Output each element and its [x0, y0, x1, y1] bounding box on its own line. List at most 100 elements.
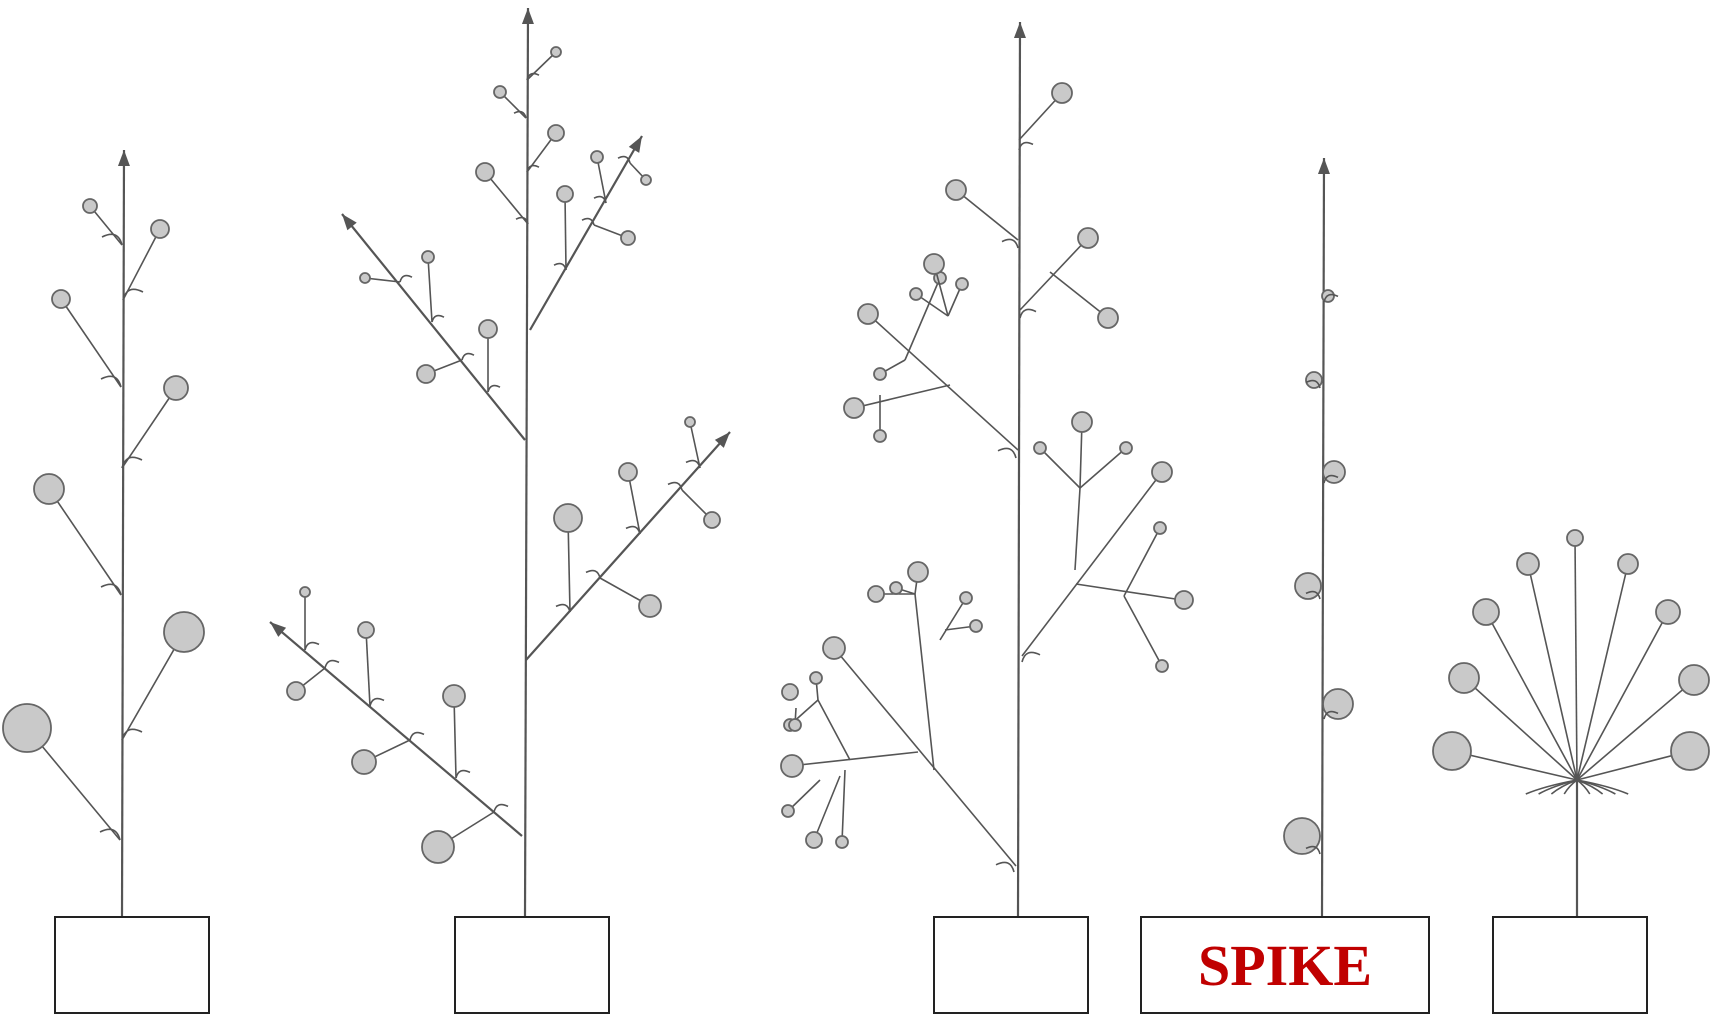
arrowhead-icon — [270, 622, 287, 637]
flower-bud — [553, 503, 583, 533]
flower-bud — [1151, 461, 1173, 483]
axis-line — [120, 149, 126, 917]
flower-bud — [909, 287, 923, 301]
label-box-2[interactable] — [454, 916, 610, 1014]
flower-bud — [867, 585, 885, 603]
flower-bud — [835, 835, 849, 849]
flower-bud — [1678, 664, 1710, 696]
flower-bud — [638, 594, 662, 618]
bract-mark — [455, 769, 471, 779]
pedicel — [1123, 595, 1163, 667]
flower-bud — [1294, 572, 1322, 600]
bract-mark — [1021, 651, 1041, 663]
flower-bud — [1119, 441, 1133, 455]
flower-bud — [421, 830, 455, 864]
flower-bud — [351, 749, 377, 775]
axis-line — [1016, 21, 1022, 917]
flower-bud — [1655, 599, 1681, 625]
flower-bud — [416, 364, 436, 384]
label-box-1[interactable] — [54, 916, 210, 1014]
bract-mark — [1001, 238, 1019, 249]
axis-line — [523, 7, 530, 917]
axis-line — [269, 621, 523, 837]
bract-mark — [555, 603, 571, 613]
pedicel — [60, 298, 122, 388]
flower-bud — [843, 397, 865, 419]
flower-bud — [1033, 441, 1047, 455]
pedicel — [89, 205, 123, 246]
label-box-spike[interactable]: SPIKE — [1140, 916, 1430, 1014]
bract-mark — [1019, 308, 1037, 319]
branch-line — [789, 751, 919, 767]
flower-bud — [1566, 529, 1584, 547]
pedicel — [1049, 271, 1109, 319]
bract-mark — [526, 164, 540, 173]
flower-bud — [286, 681, 306, 701]
pedicel — [1574, 537, 1578, 781]
flower-bud — [478, 319, 498, 339]
flower-bud — [618, 462, 638, 482]
axis-line — [529, 135, 643, 331]
pedicel — [526, 51, 557, 81]
axis-line — [341, 213, 526, 441]
flower-bud — [1322, 688, 1354, 720]
bract-mark — [515, 216, 529, 225]
bract-mark — [409, 731, 425, 741]
flower-bud — [1051, 82, 1073, 104]
pedicel — [1527, 563, 1578, 781]
pedicel — [122, 228, 161, 301]
flower-bud — [1174, 590, 1194, 610]
flower-bud — [547, 124, 565, 142]
flower-bud — [969, 619, 983, 633]
flower-bud — [809, 671, 823, 685]
label-text-spike: SPIKE — [1197, 932, 1373, 998]
label-box-5[interactable] — [1492, 916, 1648, 1014]
flower-bud — [590, 150, 604, 164]
flower-bud — [1155, 659, 1169, 673]
flower-bud — [1077, 227, 1099, 249]
bract-mark — [685, 459, 701, 469]
bract-mark — [585, 569, 601, 579]
flower-bud — [857, 303, 879, 325]
flower-bud — [33, 473, 65, 505]
flower-bud — [781, 804, 795, 818]
flower-bud — [907, 561, 929, 583]
label-box-3[interactable] — [933, 916, 1089, 1014]
flower-bud — [1472, 598, 1500, 626]
flower-bud — [955, 277, 969, 291]
flower-bud — [923, 253, 945, 275]
flower-bud — [1448, 662, 1480, 694]
flower-bud — [1071, 411, 1093, 433]
pedicel — [596, 156, 607, 204]
flower-bud — [1153, 521, 1167, 535]
inflorescence-1 — [2, 149, 205, 917]
flower-bud — [299, 586, 311, 598]
flower-bud — [556, 185, 574, 203]
flower-bud — [82, 198, 98, 214]
bract-mark — [526, 72, 540, 81]
branch-line — [867, 313, 1019, 451]
pedicel — [564, 193, 567, 271]
bract-mark — [1563, 779, 1578, 795]
flower-bud — [51, 289, 71, 309]
arrowhead-icon — [117, 150, 130, 167]
axis-line — [1320, 157, 1326, 917]
bract-mark — [553, 262, 567, 271]
flower-bud — [640, 174, 652, 186]
flower-bud — [421, 250, 435, 264]
branch-line — [914, 593, 935, 771]
arrowhead-icon — [521, 8, 534, 25]
flower-bud — [684, 416, 696, 428]
bract-mark — [617, 155, 631, 164]
bract-mark — [513, 110, 527, 119]
flower-bud — [1516, 552, 1540, 576]
pedicel — [1123, 527, 1161, 597]
branch-line — [1074, 487, 1081, 571]
flower-bud — [357, 621, 375, 639]
flower-bud — [788, 718, 802, 732]
flower-bud — [703, 511, 721, 529]
pedicel — [689, 421, 701, 469]
bract-mark — [1018, 141, 1034, 151]
pedicel — [1451, 750, 1578, 781]
bract-mark — [324, 659, 340, 669]
